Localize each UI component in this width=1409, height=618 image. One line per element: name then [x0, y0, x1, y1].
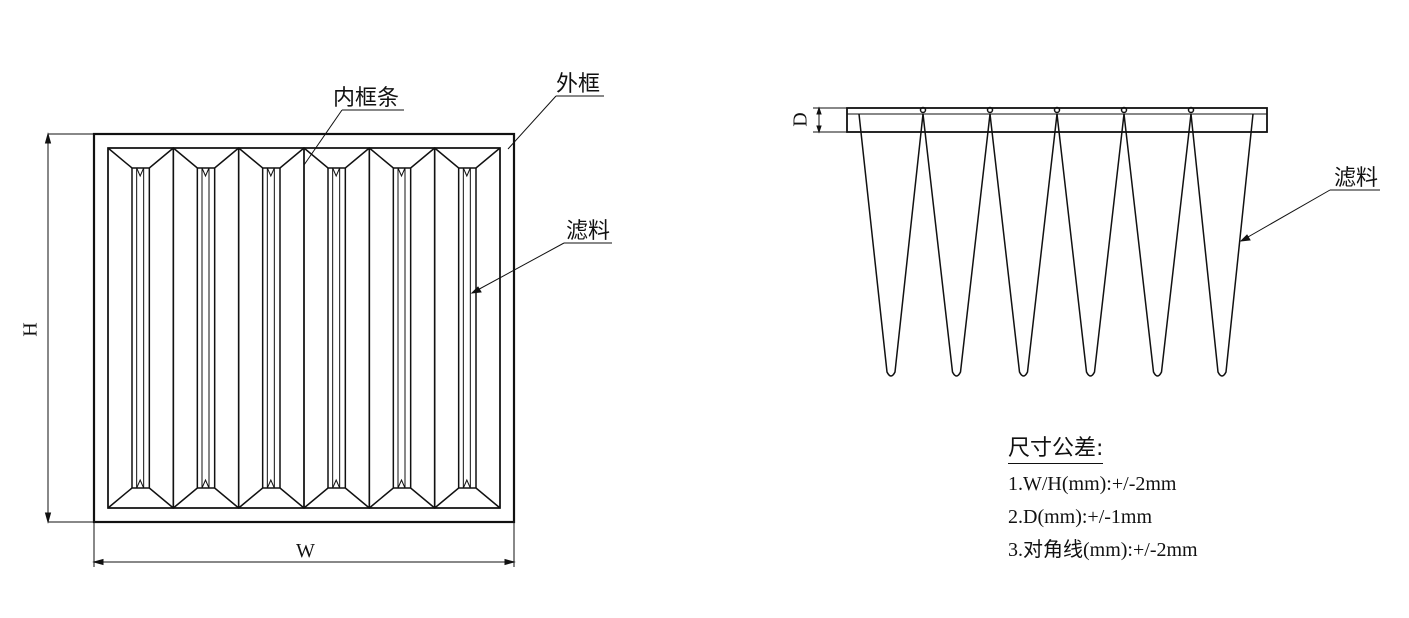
front-pocket-cell — [433, 147, 501, 509]
front-pocket-top-bevel — [172, 147, 240, 169]
front-pocket-top-bevel — [368, 147, 436, 169]
front-pocket-bottom-bevel — [107, 487, 174, 509]
front-pocket — [433, 147, 501, 509]
side-pocket — [1056, 113, 1125, 377]
front-pocket-cell — [303, 147, 371, 509]
label-outer-frame: 外框 — [556, 72, 601, 97]
tolerance-notes: 尺寸公差: 1.W/H(mm):+/-2mm 2.D(mm):+/-1mm 3.… — [1008, 430, 1198, 567]
front-pocket-bottom-bevel — [434, 487, 501, 509]
dimension-h-label: H — [19, 322, 42, 337]
side-pocket-joint — [1187, 106, 1195, 114]
side-pockets — [858, 106, 1254, 377]
front-view — [44, 95, 612, 567]
leader-filter-media-front — [470, 242, 612, 294]
side-pocket-joint — [986, 106, 994, 114]
front-pocket-pleat-cap — [201, 478, 210, 489]
tolerance-item-3: 3.对角线(mm):+/-2mm — [1008, 539, 1198, 561]
front-pocket-bottom-bevel — [303, 487, 370, 509]
label-inner-bar: 内框条 — [333, 86, 400, 111]
front-pocket-pleat-cap — [136, 478, 145, 489]
dimension-d-label: D — [789, 112, 812, 127]
side-pocket — [1190, 113, 1254, 377]
leader-outer-frame — [507, 95, 604, 150]
front-pocket-pleat-cap — [332, 478, 341, 489]
side-pocket — [922, 113, 991, 377]
front-pocket-bottom-bevel — [238, 487, 305, 509]
front-pocket-pleat-cap — [266, 478, 275, 489]
side-pocket — [989, 113, 1058, 377]
leader-filter-media-side — [1239, 189, 1380, 242]
side-pocket — [1123, 113, 1192, 377]
front-pocket-top-bevel — [107, 147, 174, 169]
side-pocket-joint — [1120, 106, 1128, 114]
dimension-h — [44, 132, 94, 524]
dimension-d — [813, 106, 847, 134]
tolerance-item-2: 2.D(mm):+/-1mm — [1008, 506, 1153, 528]
front-pocket — [303, 147, 371, 509]
front-pocket-bottom-bevel — [368, 487, 436, 509]
front-pocket-pleat-cap — [462, 478, 471, 489]
front-pocket-pleat-cap — [397, 167, 406, 178]
front-pocket-top-bevel — [303, 147, 370, 169]
dimension-w — [92, 522, 516, 567]
front-pocket-bottom-bevel — [172, 487, 240, 509]
front-pocket-top-bevel — [238, 147, 305, 169]
label-filter-media-front: 滤料 — [566, 219, 611, 244]
front-pocket — [107, 147, 175, 509]
front-pocket-top-bevel — [434, 147, 501, 169]
outer-frame-outline — [92, 132, 516, 524]
tolerance-title: 尺寸公差: — [1008, 430, 1104, 464]
front-pocket — [368, 147, 436, 509]
front-pocket-pleat-cap — [397, 478, 406, 489]
label-filter-media-side: 滤料 — [1334, 166, 1379, 191]
front-pocket — [172, 147, 240, 509]
side-pocket — [858, 113, 924, 377]
front-pocket-pleat-cap — [136, 167, 145, 178]
tolerance-item-1: 1.W/H(mm):+/-2mm — [1008, 473, 1177, 495]
side-pocket-joint — [919, 106, 927, 114]
front-pocket-cell — [107, 147, 175, 509]
front-pocket-cell — [368, 147, 436, 509]
front-pocket-pleat-cap — [201, 167, 210, 178]
leader-inner-bar — [303, 109, 404, 166]
front-pocket-cell — [237, 147, 305, 509]
side-pocket-joint — [1053, 106, 1061, 114]
front-pocket-pleat-cap — [462, 167, 471, 178]
front-pocket-pleat-cap — [266, 167, 275, 178]
front-pocket — [237, 147, 305, 509]
side-view — [813, 106, 1380, 377]
front-pocket-cell — [172, 147, 240, 509]
front-pockets — [107, 147, 501, 509]
front-pocket-pleat-cap — [332, 167, 341, 178]
dimension-w-label: W — [296, 540, 315, 562]
